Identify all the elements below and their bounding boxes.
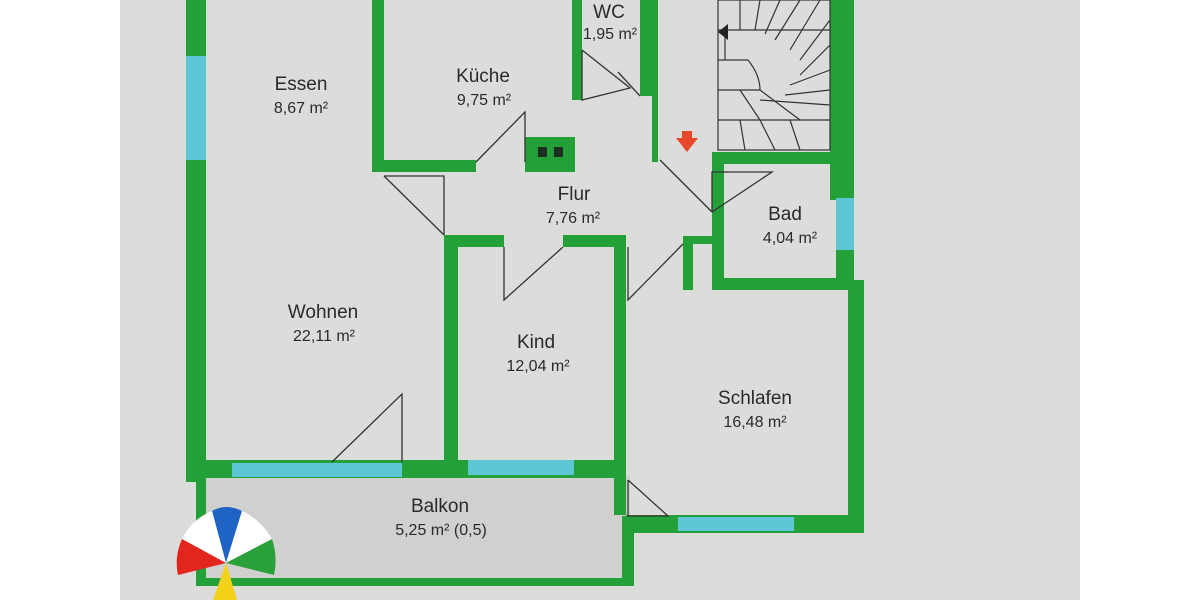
room-name-flur: Flur [557, 184, 591, 205]
room-area-kueche: 9,75 m² [456, 92, 512, 109]
entrance-arrow-stem [682, 131, 692, 139]
room-name-kind: Kind [516, 332, 556, 353]
room-name-wohnen: Wohnen [287, 302, 359, 323]
room-area-schlafen: 16,48 m² [723, 414, 787, 431]
room-area-bad: 4,04 m² [762, 230, 818, 247]
entrance-arrow-icon [676, 138, 698, 152]
room-name-wc: WC [593, 2, 625, 23]
room-name-bad: Bad [768, 204, 802, 225]
stair-direction-arrow-icon [718, 24, 728, 40]
room-name-schlafen: Schlafen [718, 388, 792, 409]
room-area-wc: 1,95 m² [582, 26, 638, 43]
room-name-balkon: Balkon [410, 496, 470, 517]
room-area-essen: 8,67 m² [273, 100, 329, 117]
room-name-kueche: Küche [456, 66, 510, 87]
room-area-balkon: 5,25 m² (0,5) [395, 522, 487, 539]
room-area-kind: 12,04 m² [506, 358, 570, 375]
staircase [717, 0, 831, 151]
door-swings [331, 49, 775, 517]
room-area-wohnen: 22,11 m² [293, 328, 355, 345]
windows [186, 56, 854, 531]
balcony-floor [205, 476, 630, 582]
company-logo-icon [176, 507, 276, 600]
chimney-right [554, 147, 563, 157]
chimney-left [538, 147, 547, 157]
room-name-essen: Essen [274, 74, 328, 95]
room-area-flur: 7,76 m² [545, 210, 601, 227]
